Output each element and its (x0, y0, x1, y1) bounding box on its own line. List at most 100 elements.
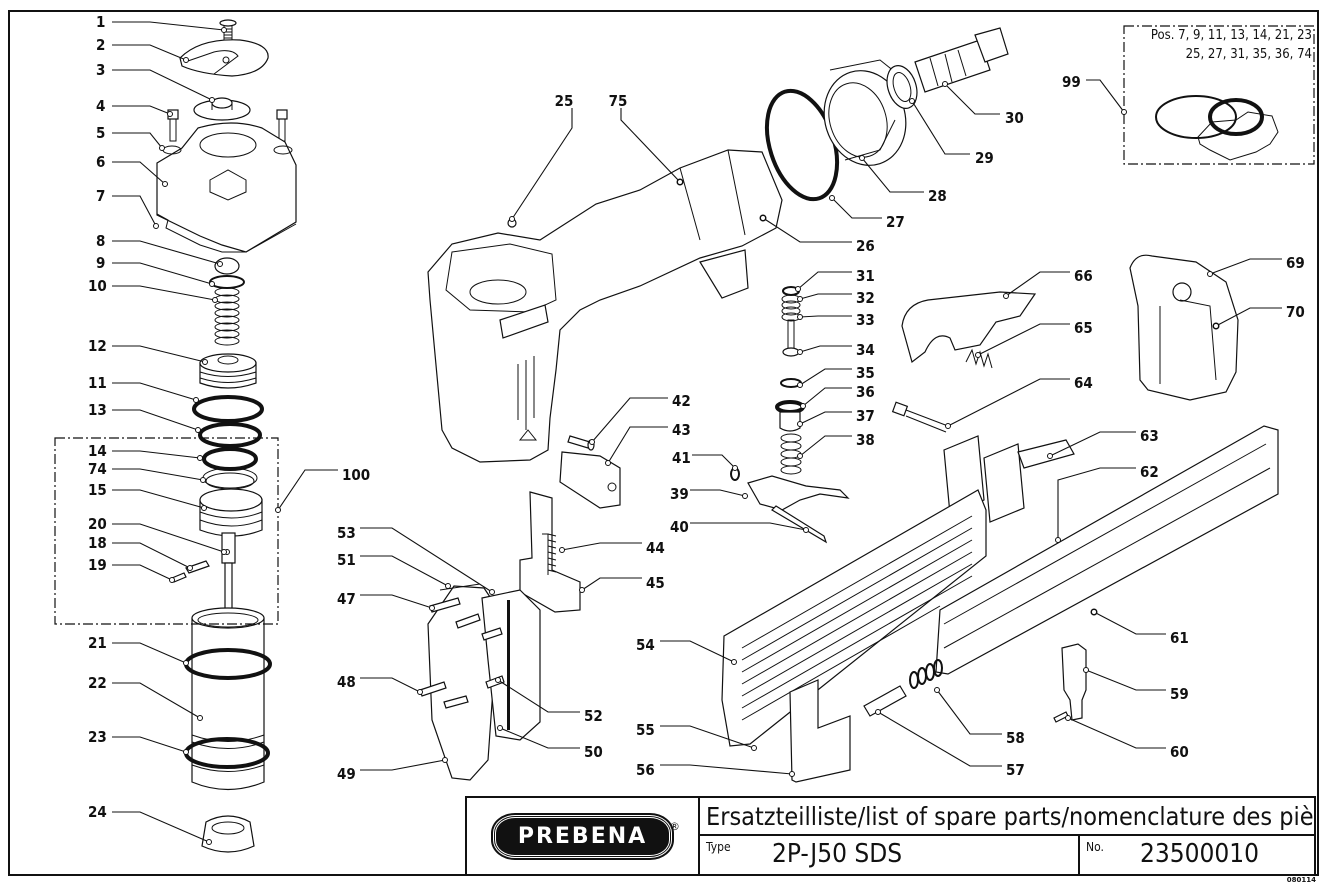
part-label-14: 14 (88, 442, 107, 460)
part-label-32: 32 (856, 289, 875, 307)
callout-dot-52 (495, 677, 501, 683)
part-label-100: 100 (342, 466, 370, 484)
leader-line-65 (977, 323, 1070, 356)
callout-dot-44 (559, 547, 565, 553)
part-label-44: 44 (646, 539, 665, 557)
leader-line-70 (1215, 307, 1282, 327)
leader-line-11 (112, 382, 197, 401)
callout-dot-6 (162, 181, 168, 187)
callout-dot-58 (934, 687, 940, 693)
part-66-latch (901, 291, 1037, 364)
part-65-spring (965, 348, 993, 369)
part-label-45: 45 (646, 574, 665, 592)
type-cell: Type 2P-J50 SDS (700, 836, 1080, 874)
callout-dot-7 (153, 223, 159, 229)
part-label-58: 58 (1006, 729, 1025, 747)
part-label-69: 69 (1286, 254, 1305, 272)
part-label-99: 99 (1062, 73, 1081, 91)
callout-dot-21 (183, 660, 189, 666)
callout-dot-40 (803, 527, 809, 533)
part-label-55: 55 (636, 721, 655, 739)
drawing-frame (8, 10, 1319, 876)
leader-line-56 (660, 764, 793, 775)
nosepiece-assembly (427, 583, 541, 781)
part-6-cylinder-head (156, 122, 297, 253)
callout-dot-39 (742, 493, 748, 499)
part-label-23: 23 (88, 728, 107, 746)
part-label-66: 66 (1074, 267, 1093, 285)
leader-line-20 (112, 523, 225, 553)
leader-line-53 (360, 527, 493, 593)
leader-line-64 (947, 378, 1070, 427)
callout-dot-42 (589, 439, 595, 445)
leader-line-63 (1049, 431, 1136, 457)
part-label-70: 70 (1286, 303, 1305, 321)
part-label-63: 63 (1140, 427, 1159, 445)
part-14-oring (202, 447, 258, 471)
leader-line-57 (877, 711, 1002, 767)
part-22-cylinder (191, 607, 265, 791)
leader-line-26 (762, 217, 852, 243)
callout-dot-2 (183, 57, 189, 63)
part-number-labels: 1234567891012111314741520181921222324100… (88, 13, 1305, 845)
part-label-74: 74 (88, 460, 107, 478)
part-label-28: 28 (928, 187, 947, 205)
leader-line-69 (1209, 258, 1282, 275)
callout-dot-4 (167, 111, 173, 117)
part-label-43: 43 (672, 421, 691, 439)
part-label-61: 61 (1170, 629, 1189, 647)
callout-dot-75 (677, 179, 683, 185)
callout-dot-30 (942, 81, 948, 87)
callout-dot-29 (909, 98, 915, 104)
part-54-magazine-housing (721, 489, 987, 747)
callout-dot-12 (202, 359, 208, 365)
part-15-piston (199, 488, 263, 537)
parts-57-58 (863, 659, 943, 717)
leader-line-49 (360, 759, 446, 771)
callout-dot-36 (800, 403, 806, 409)
leader-line-60 (1067, 717, 1166, 749)
part-3-washer-disc (193, 97, 251, 121)
callout-dot-47 (429, 605, 435, 611)
leader-line-6 (112, 161, 166, 185)
part-43-bracket (559, 451, 621, 509)
callout-dot-100 (275, 507, 281, 513)
leader-line-55 (660, 725, 755, 749)
kit-99-line2: 25, 27, 31, 35, 36, 74 (1185, 47, 1312, 62)
part-label-39: 39 (670, 485, 689, 503)
leader-line-58 (936, 689, 1002, 735)
callout-dot-48 (417, 689, 423, 695)
registered-mark: ® (669, 820, 680, 833)
part-label-6: 6 (96, 153, 105, 171)
leader-line-48 (360, 677, 421, 693)
part-74-ring (202, 467, 258, 490)
part-label-48: 48 (337, 673, 356, 691)
leader-line-50 (499, 727, 580, 749)
leader-line-43 (607, 426, 668, 464)
callout-dot-60 (1065, 715, 1071, 721)
callout-dot-38 (797, 453, 803, 459)
part-label-36: 36 (856, 383, 875, 401)
leader-line-18 (112, 542, 191, 569)
leader-line-21 (112, 642, 187, 664)
part-56-plate (789, 679, 851, 783)
leader-line-12 (112, 345, 206, 363)
part-29-washer (886, 65, 918, 109)
callout-dot-43 (605, 460, 611, 466)
part-69-cap (1129, 254, 1239, 401)
callout-dot-57 (875, 709, 881, 715)
part-24-bumper (201, 815, 255, 853)
callout-dot-63 (1047, 453, 1053, 459)
callout-dot-64 (945, 423, 951, 429)
part-label-12: 12 (88, 337, 107, 355)
leader-line-52 (497, 679, 580, 713)
leader-line-27 (831, 197, 882, 219)
title-block: PREBENA ® Ersatzteilliste/list of spare … (465, 796, 1316, 874)
leader-line-24 (112, 811, 210, 843)
part-label-51: 51 (337, 551, 356, 569)
part-label-56: 56 (636, 761, 655, 779)
part-label-9: 9 (96, 254, 105, 272)
leader-line-34 (799, 345, 852, 353)
leader-line-100 (277, 469, 338, 511)
